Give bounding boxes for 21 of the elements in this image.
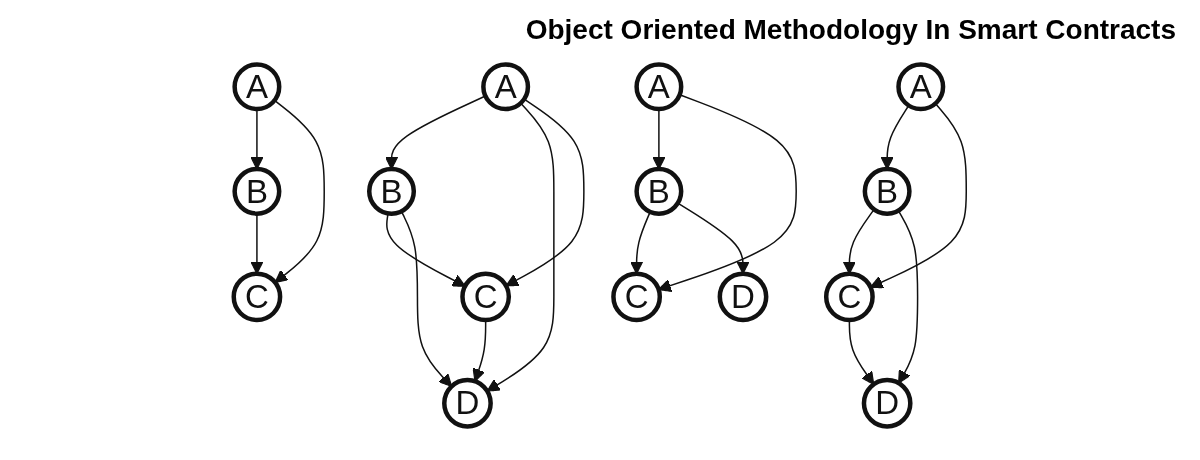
node-circle: A — [232, 62, 282, 112]
node-circle: C — [823, 271, 875, 323]
node-circle: D — [717, 271, 769, 323]
diagram-title: Object Oriented Methodology In Smart Contracts — [524, 13, 1177, 47]
arrow — [505, 98, 585, 287]
node-circle: A — [896, 62, 946, 112]
node-circle: A — [634, 62, 684, 112]
node-circle: A — [481, 62, 531, 112]
node-circle: B — [367, 166, 417, 216]
arrow — [869, 102, 967, 289]
node-circle: B — [862, 166, 912, 216]
node-circle: B — [232, 166, 282, 216]
arrow — [658, 93, 797, 292]
node-circle: B — [634, 166, 684, 216]
arrow — [273, 99, 325, 284]
arrow — [486, 102, 555, 392]
node-circle: C — [611, 271, 663, 323]
node-circle: D — [861, 377, 913, 429]
node-circle: C — [460, 271, 512, 323]
node-circle: D — [442, 377, 493, 429]
node-circle: C — [231, 271, 283, 323]
